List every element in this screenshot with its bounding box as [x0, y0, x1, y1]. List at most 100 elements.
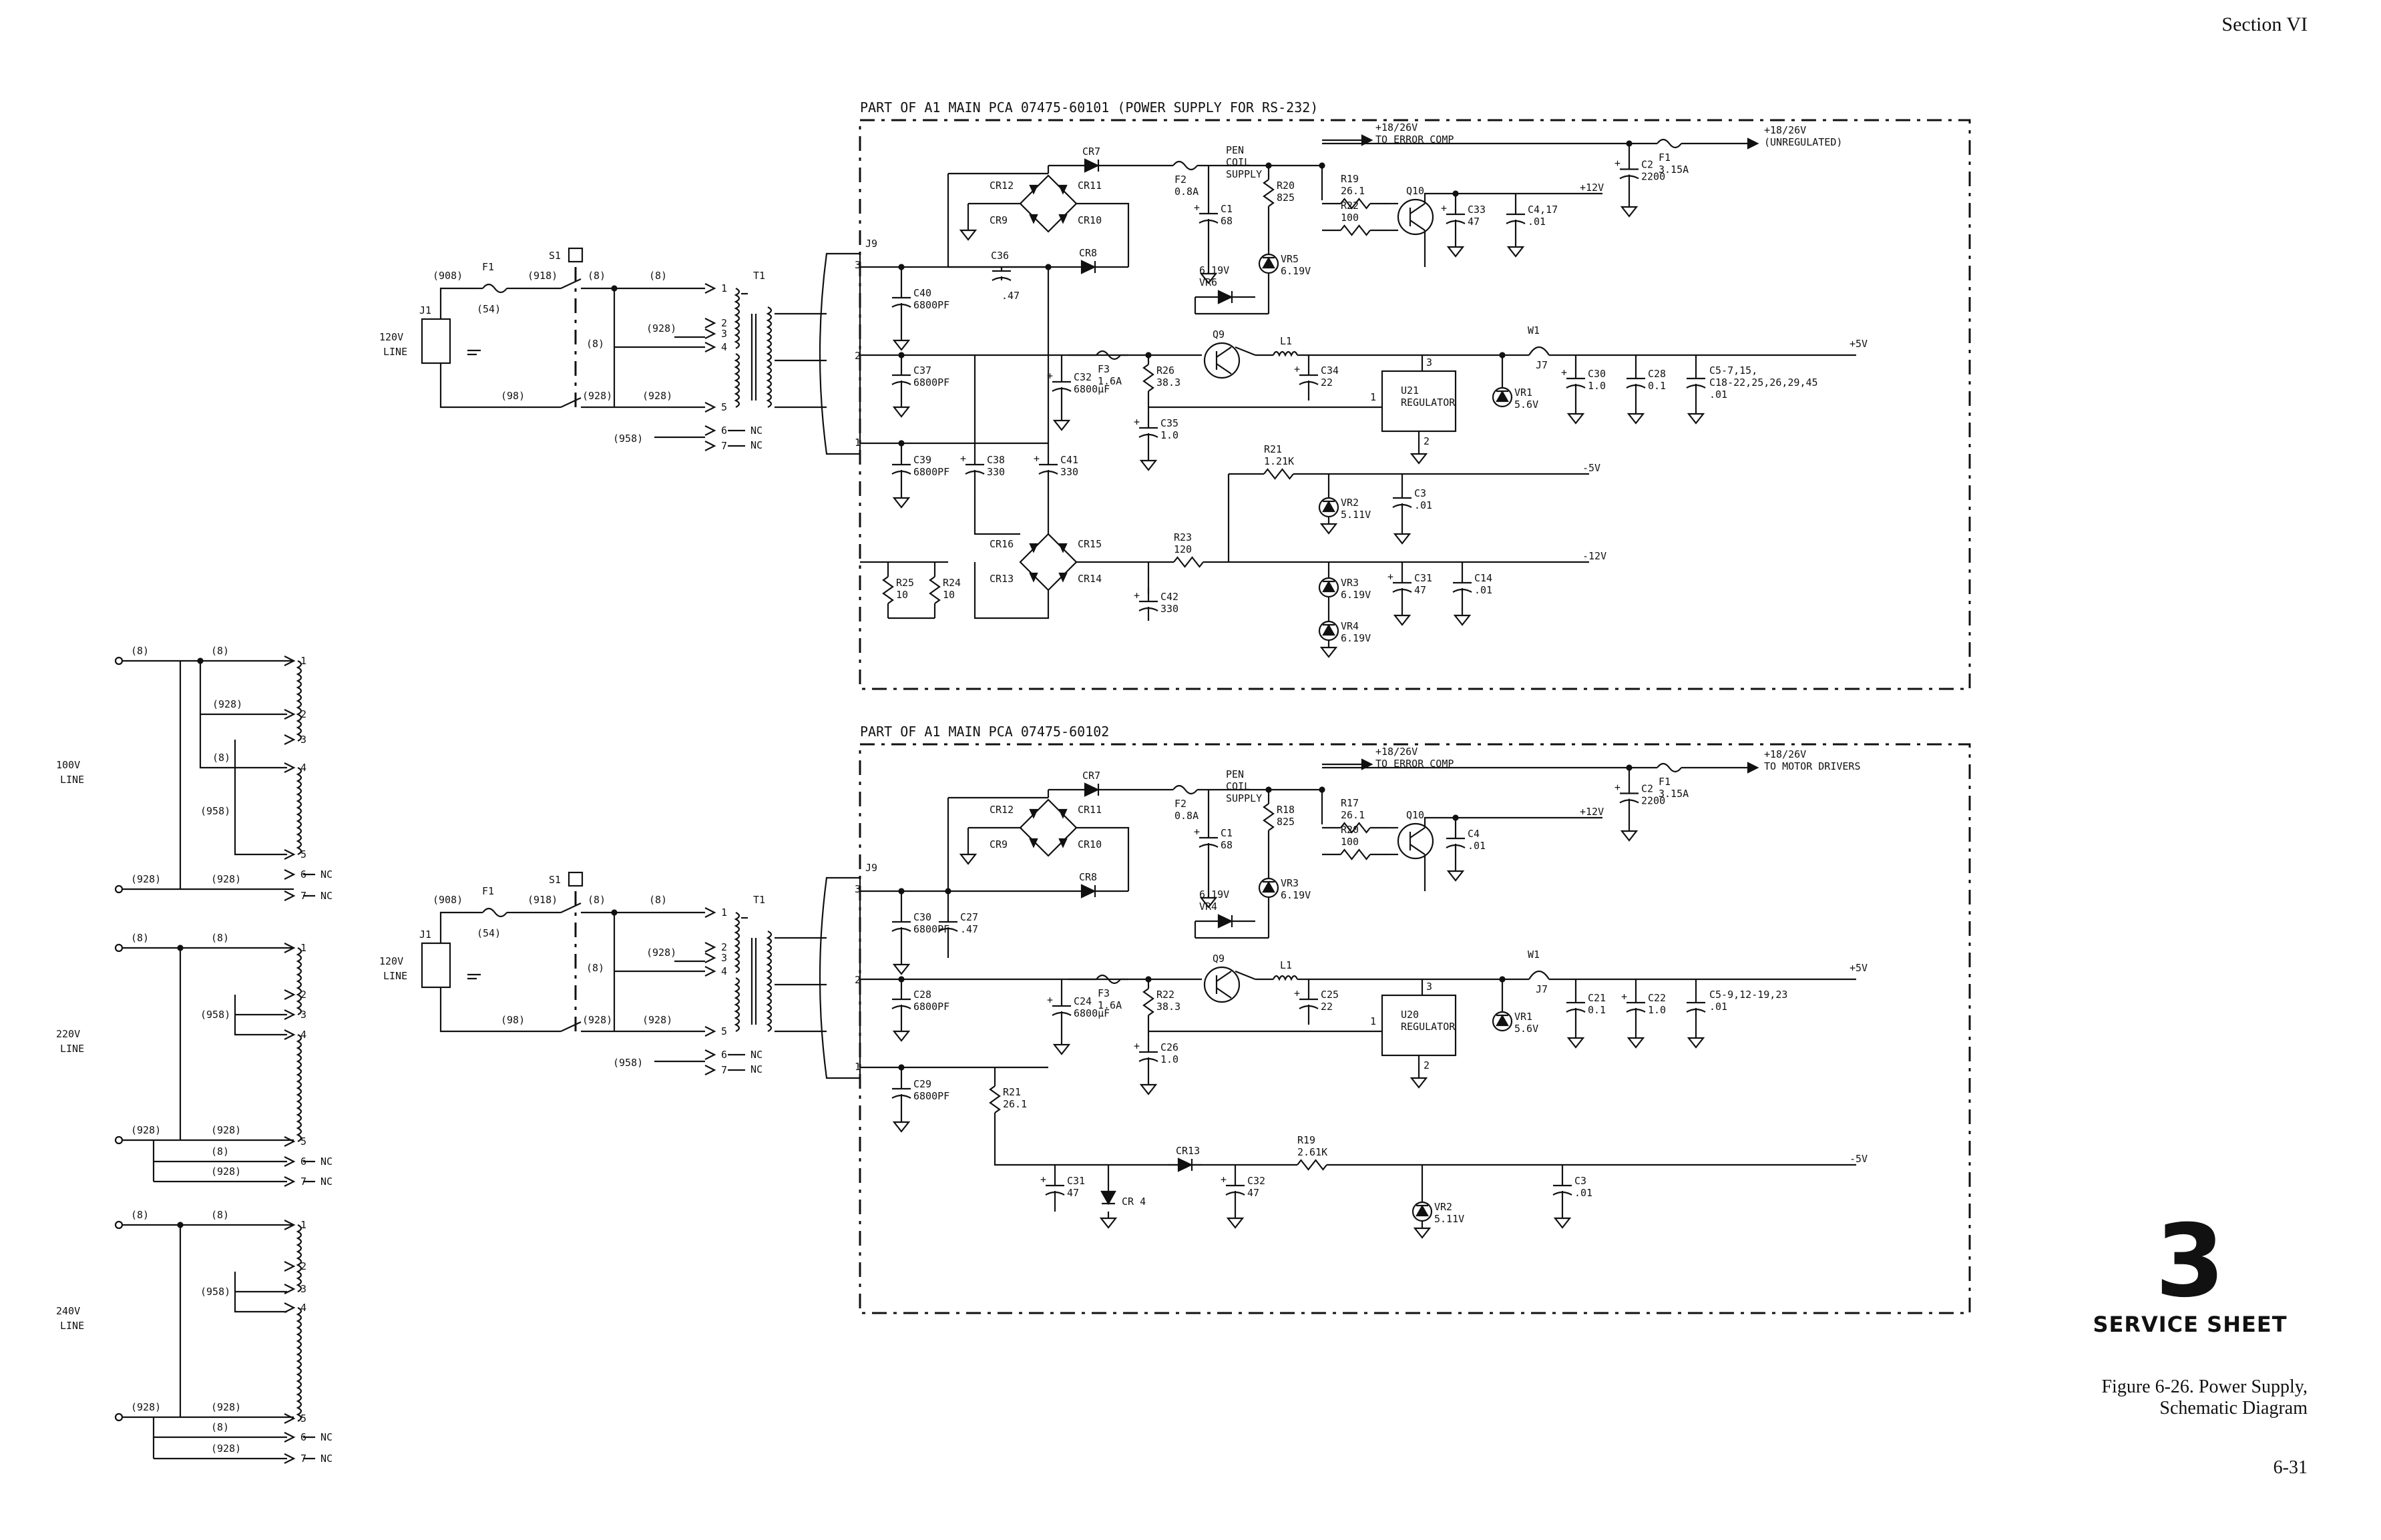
wire — [1424, 816, 1602, 828]
capacitor-label: C24 — [1074, 995, 1092, 1007]
zener-label: 5.11V — [1434, 1213, 1464, 1225]
capacitor-label: .01 — [1414, 499, 1432, 511]
capacitor-plate — [1626, 384, 1646, 389]
ground-icon — [1099, 1217, 1118, 1229]
ground-icon — [1052, 1043, 1071, 1055]
line-voltage-label: 220V — [56, 1028, 80, 1040]
tap-number: 4 — [300, 1302, 306, 1314]
transformer-winding — [734, 288, 740, 349]
nc-label: NC — [320, 868, 333, 880]
capacitor-label: .01 — [1574, 1187, 1592, 1199]
line-voltage-label: LINE — [60, 774, 84, 786]
zener-label: 6.19V — [1341, 632, 1371, 644]
connector-pin — [284, 849, 296, 860]
bridge-diode — [1058, 214, 1068, 224]
ground-icon — [1620, 830, 1639, 842]
fuse — [482, 907, 507, 918]
ground-icon — [1139, 1083, 1158, 1095]
wire-number: (8) — [649, 270, 667, 282]
wire — [994, 1131, 1055, 1166]
zener-label: 5.6V — [1514, 399, 1538, 411]
resistor-label: 100 — [1341, 836, 1359, 848]
terminal — [114, 656, 124, 666]
zener-label: VR4 — [1341, 620, 1359, 632]
capacitor-plate — [1199, 843, 1219, 848]
terminal — [114, 884, 124, 894]
polarity-mark: + — [1614, 782, 1620, 794]
resistor-label: R19 — [1341, 173, 1359, 185]
diode-label: CR12 — [990, 804, 1014, 816]
transformer-winding — [766, 931, 773, 1032]
wire-number: (8) — [211, 1209, 229, 1221]
ground-icon — [1627, 1037, 1645, 1049]
pin-number: 3 — [855, 259, 861, 271]
nc-label: NC — [750, 1049, 763, 1061]
diode — [1084, 782, 1100, 797]
resistor-label: 26.1 — [1341, 185, 1365, 197]
capacitor-label: C40 — [913, 287, 931, 299]
arrow-icon — [1747, 138, 1759, 150]
wire — [973, 491, 1020, 535]
junction-dot — [1626, 764, 1633, 771]
connector-pin — [704, 318, 716, 328]
jumper-label: W1 — [1528, 324, 1540, 336]
connector-label: J9 — [865, 238, 877, 250]
ground-icon — [1627, 413, 1645, 425]
junction-dot — [1265, 786, 1272, 793]
rail-label: +5V — [1850, 962, 1868, 974]
tap-number: 5 — [721, 1025, 727, 1037]
capacitor-plate — [1566, 1008, 1586, 1013]
connector-pin — [284, 762, 296, 773]
terminal — [114, 1413, 124, 1422]
wire-number: (98) — [501, 390, 525, 402]
zener-diode — [1322, 500, 1335, 513]
tap-number: 4 — [300, 762, 306, 774]
diode-label: CR7 — [1082, 770, 1100, 782]
bridge-diode — [1058, 838, 1068, 848]
ground-icon — [1393, 614, 1412, 626]
wire-number: (928) — [131, 1124, 161, 1136]
ground-icon — [1410, 453, 1428, 465]
pin-number: 1 — [855, 1061, 861, 1073]
tap-number: 4 — [300, 1029, 306, 1041]
capacitor-label: 2200 — [1641, 795, 1665, 807]
capacitor-plate — [1299, 380, 1319, 385]
capacitor-label: C28 — [1648, 368, 1666, 380]
ground-icon — [959, 853, 978, 865]
capacitor-label: 330 — [1160, 603, 1178, 615]
line-voltage-label: 240V — [56, 1305, 80, 1317]
capacitor-plate — [1446, 220, 1466, 224]
resistor — [882, 576, 894, 604]
line-voltage-label: LINE — [60, 1043, 84, 1055]
pen-coil-label: PEN — [1226, 144, 1244, 156]
ground-icon — [892, 406, 911, 418]
tap-number: 3 — [300, 734, 306, 746]
line-config-panel-1: (8)(8)100VLINE1234567NCNC(928)(8)(958)(9… — [56, 645, 333, 902]
capacitor-label: .01 — [1709, 389, 1727, 401]
wire — [199, 714, 287, 769]
zener-diode — [1322, 580, 1335, 593]
wire — [1216, 987, 1232, 999]
fuse-label: 1.6A — [1098, 999, 1122, 1011]
section-header: Section VI — [2221, 13, 2308, 35]
zener-diode — [1322, 623, 1335, 636]
polarity-mark: + — [1614, 158, 1620, 170]
connector-pin — [704, 283, 716, 294]
capacitor-label: C5-9,12-19,23 — [1709, 989, 1787, 1001]
diode-label: CR16 — [990, 538, 1014, 550]
capacitor-label: 1.0 — [1648, 1004, 1666, 1016]
wire — [1076, 202, 1130, 267]
zener-diode — [1496, 1014, 1509, 1027]
ground-icon — [1687, 413, 1705, 425]
tap-number: 4 — [721, 341, 727, 353]
resistor-label: 10 — [896, 589, 908, 601]
polarity-mark: + — [1134, 1040, 1140, 1052]
terminal — [114, 1135, 124, 1145]
capacitor-plate — [891, 470, 911, 475]
capacitor-plate — [891, 303, 911, 308]
transistor — [1203, 342, 1241, 379]
resistor — [1297, 1159, 1327, 1171]
bridge-diode — [1029, 184, 1038, 195]
caption-line-1: Figure 6-26. Power Supply, — [2101, 1376, 2308, 1397]
resistor — [929, 576, 941, 604]
